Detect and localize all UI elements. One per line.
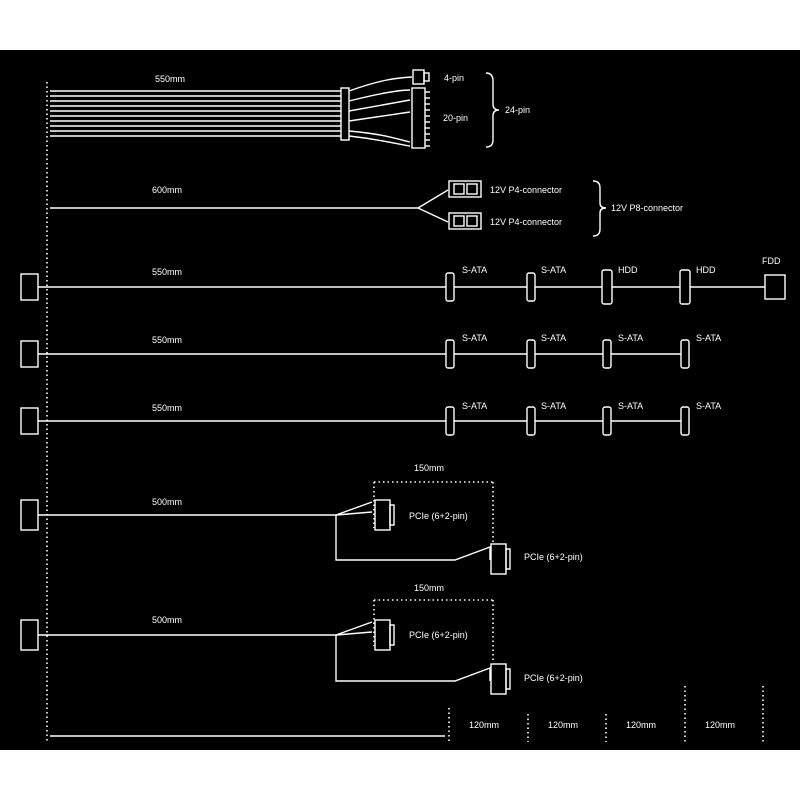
atx-brace	[485, 72, 500, 148]
peripheral1-label-2: S-ATA	[541, 265, 566, 275]
atx-24pin-label: 24-pin	[505, 105, 530, 115]
cpu-brace	[592, 180, 607, 237]
pcie2-label-a: PCIe (6+2-pin)	[409, 630, 468, 640]
cpu-p4-connector-a	[448, 180, 482, 198]
peripheral3-label-4: S-ATA	[696, 401, 721, 411]
spacing-label-3: 120mm	[626, 720, 656, 730]
peripheral2-label-4: S-ATA	[696, 333, 721, 343]
cpu-p8-label: 12V P8-connector	[611, 203, 683, 213]
peripheral3-label-3: S-ATA	[618, 401, 643, 411]
atx-wire-bundle	[50, 90, 342, 137]
sata-connector	[680, 339, 690, 369]
modular-plug-2	[20, 340, 39, 368]
atx-20pin-connector	[411, 87, 426, 149]
peripheral1-label-5: FDD	[762, 256, 781, 266]
sata-connector	[526, 406, 536, 436]
pcie2-length-label: 500mm	[152, 615, 182, 625]
pcie1-label-b: PCIe (6+2-pin)	[524, 552, 583, 562]
peripheral2-label-1: S-ATA	[462, 333, 487, 343]
atx-4pin-connector	[412, 69, 425, 85]
peripheral-cable-1: 550mm S-ATA S-ATA HDD HDD FDD	[20, 256, 786, 305]
modular-plug-3	[20, 407, 39, 435]
molex-connector	[679, 269, 691, 305]
pcie2-split-label: 150mm	[414, 583, 444, 593]
spacing-label-2: 120mm	[548, 720, 578, 730]
cpu-split-wires	[417, 189, 449, 223]
peripheral3-label-1: S-ATA	[462, 401, 487, 411]
atx-fanout-wires	[348, 76, 413, 147]
modular-plug-4	[20, 499, 39, 531]
sata-connector	[526, 272, 536, 302]
peripheral1-length-label: 550mm	[152, 267, 182, 277]
cpu-cable: 600mm 12V P4-connector 12V P4-connector …	[50, 180, 683, 237]
pcie1-split-label: 150mm	[414, 463, 444, 473]
pcie-connector	[490, 663, 507, 695]
peripheral1-label-4: HDD	[696, 265, 716, 275]
pcie-cable-1: 500mm 150mm PCIe (6+2-pin) PCIe (6+2-pin…	[20, 463, 583, 575]
diagram-background	[0, 50, 800, 750]
pcie-connector	[374, 619, 391, 651]
sata-connector	[526, 339, 536, 369]
pcie-connector	[490, 543, 507, 575]
sata-connector	[445, 339, 455, 369]
cpu-p4-label-b: 12V P4-connector	[490, 217, 562, 227]
pcie2-label-b: PCIe (6+2-pin)	[524, 673, 583, 683]
molex-connector	[601, 269, 613, 305]
peripheral1-label-1: S-ATA	[462, 265, 487, 275]
peripheral-cable-3: 550mm S-ATA S-ATA S-ATA S-ATA	[20, 401, 721, 436]
peripheral2-label-3: S-ATA	[618, 333, 643, 343]
atx-cable: 550mm 4-pin 20-pin 24-pin	[50, 69, 530, 149]
pcie2-split-wires	[335, 621, 491, 682]
peripheral3-length-label: 550mm	[152, 403, 182, 413]
sata-connector	[602, 406, 612, 436]
pcie1-label-a: PCIe (6+2-pin)	[409, 511, 468, 521]
spacing-scale: 120mm 120mm 120mm 120mm	[50, 686, 764, 742]
atx-sleeve-clip	[340, 87, 350, 141]
sata-connector	[445, 272, 455, 302]
pcie-cable-2: 500mm 150mm PCIe (6+2-pin) PCIe (6+2-pin…	[20, 583, 583, 695]
cpu-p4-connector-b	[448, 212, 482, 230]
sata-connector	[680, 406, 690, 436]
modular-plug-1	[20, 273, 39, 301]
atx-20pin-label: 20-pin	[443, 113, 468, 123]
cpu-p4-label-a: 12V P4-connector	[490, 185, 562, 195]
peripheral1-label-3: HDD	[618, 265, 638, 275]
spacing-label-4: 120mm	[705, 720, 735, 730]
cpu-length-label: 600mm	[152, 185, 182, 195]
pcie1-split-wires	[335, 501, 491, 561]
peripheral2-length-label: 550mm	[152, 335, 182, 345]
atx-4pin-label: 4-pin	[444, 73, 464, 83]
sata-connector	[445, 406, 455, 436]
pcie1-length-label: 500mm	[152, 497, 182, 507]
peripheral3-label-2: S-ATA	[541, 401, 566, 411]
atx-length-label: 550mm	[155, 74, 185, 84]
spacing-label-1: 120mm	[469, 720, 499, 730]
sata-connector	[602, 339, 612, 369]
fdd-connector	[764, 274, 786, 300]
modular-plug-5	[20, 619, 39, 651]
pcie-connector	[374, 499, 391, 531]
peripheral2-label-2: S-ATA	[541, 333, 566, 343]
peripheral-cable-2: 550mm S-ATA S-ATA S-ATA S-ATA	[20, 333, 721, 369]
